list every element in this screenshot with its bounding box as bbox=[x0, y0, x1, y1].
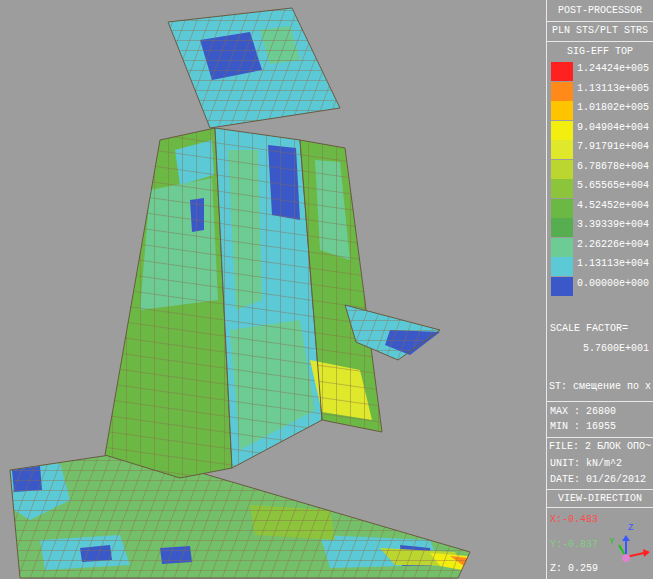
legend-value: 1.24424e+005 bbox=[577, 63, 649, 75]
panel-title: POST-PROCESSOR bbox=[558, 5, 642, 17]
side-ledge bbox=[345, 305, 440, 360]
legend-value: 3.39339e+004 bbox=[577, 219, 649, 231]
max-value: MAX : 26800 bbox=[550, 406, 616, 418]
file-name: FILE: 2 БЛОК ОПО~ bbox=[549, 441, 651, 453]
legend-swatch bbox=[551, 238, 573, 257]
scale-label: SCALE FACTOR= bbox=[550, 323, 628, 335]
legend-swatch bbox=[551, 121, 573, 140]
view-heading: VIEW-DIRECTION bbox=[558, 493, 642, 505]
legend-value: 0.00000e+000 bbox=[577, 278, 649, 290]
panel-divider bbox=[547, 507, 653, 508]
legend-swatch bbox=[551, 277, 573, 296]
legend-swatch bbox=[551, 179, 573, 198]
legend-swatch bbox=[551, 62, 573, 81]
legend-swatch bbox=[551, 140, 573, 159]
top-cap bbox=[168, 8, 340, 128]
legend-value: 1.13113e+005 bbox=[577, 83, 649, 95]
legend-value: 6.78678e+004 bbox=[577, 161, 649, 173]
view-z: Z: 0.259 bbox=[550, 563, 598, 575]
axis-label: Z bbox=[628, 522, 633, 534]
axis-label: Y bbox=[609, 536, 614, 548]
component: SIG-EFF TOP bbox=[567, 46, 633, 58]
panel-divider bbox=[547, 437, 653, 438]
legend-value: 2.26226e+004 bbox=[577, 239, 649, 251]
min-value: MIN : 16955 bbox=[550, 421, 616, 433]
scale-value: 5.7600E+001 bbox=[583, 343, 649, 355]
panel-divider bbox=[547, 401, 653, 402]
unit: UNIT: kN/m^2 bbox=[550, 458, 622, 470]
step-name: ST: смещение по x bbox=[549, 381, 651, 393]
date: DATE: 01/26/2012 bbox=[550, 474, 646, 486]
axis-triad bbox=[619, 535, 650, 562]
legend-swatch bbox=[551, 101, 573, 120]
legend-value: 9.04904e+004 bbox=[577, 122, 649, 134]
panel-divider bbox=[547, 41, 653, 42]
view-y: Y:-0.837 bbox=[550, 539, 598, 551]
legend-value: 1.13113e+004 bbox=[577, 258, 649, 270]
panel-border bbox=[546, 0, 547, 579]
base-slab bbox=[10, 452, 470, 578]
legend-swatch bbox=[551, 218, 573, 237]
tower-right-face bbox=[300, 140, 382, 432]
view-x: X:-0.483 bbox=[550, 514, 598, 526]
legend-swatch bbox=[551, 82, 573, 101]
legend-value: 1.01802e+005 bbox=[577, 102, 649, 114]
result-type: PLN STS/PLT STRS bbox=[552, 25, 648, 37]
tower-left-face bbox=[105, 128, 232, 478]
legend-swatch bbox=[551, 257, 573, 276]
legend-value: 4.52452e+004 bbox=[577, 200, 649, 212]
panel-divider bbox=[547, 489, 653, 490]
panel-divider bbox=[547, 21, 653, 22]
legend-swatch bbox=[551, 160, 573, 179]
legend-value: 7.91791e+004 bbox=[577, 141, 649, 153]
legend-swatch bbox=[551, 199, 573, 218]
legend-value: 5.65565e+004 bbox=[577, 180, 649, 192]
